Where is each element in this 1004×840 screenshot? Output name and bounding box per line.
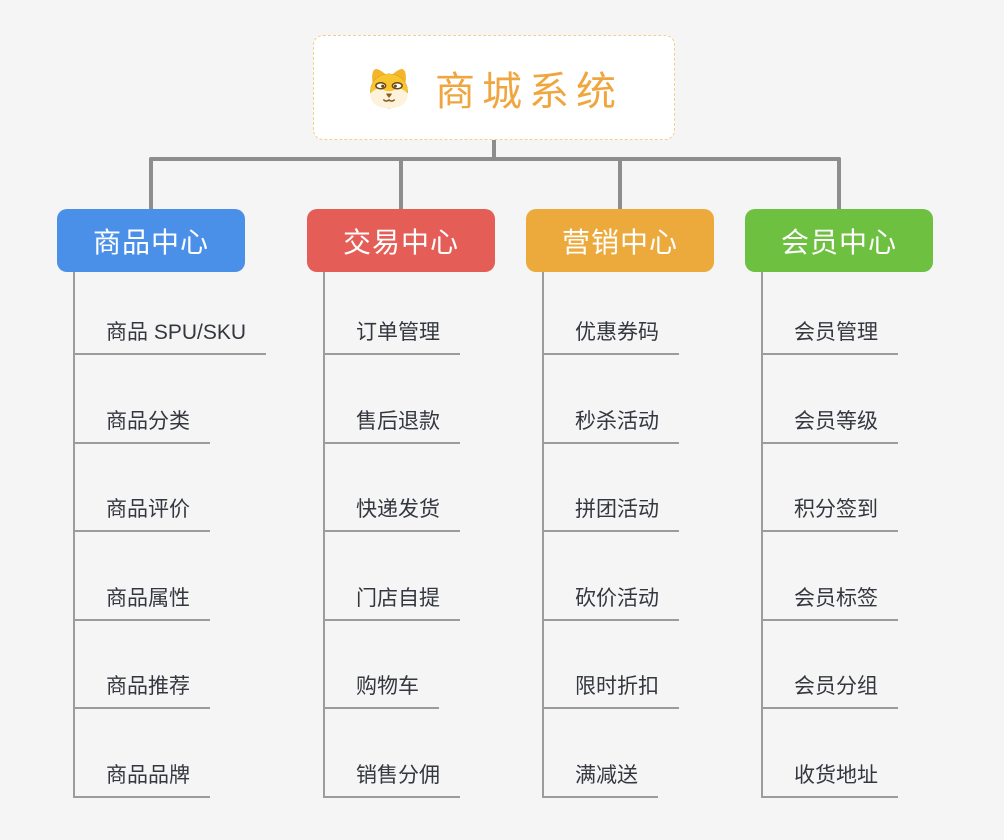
leaf-item[interactable]: 拼团活动 (542, 496, 679, 532)
leaf-item[interactable]: 订单管理 (323, 319, 460, 355)
drop-line-trade (399, 157, 403, 212)
branch-header-marketing[interactable]: 营销中心 (526, 209, 714, 272)
leaf-item[interactable]: 销售分佣 (323, 762, 460, 798)
leaf-item[interactable]: 会员分组 (761, 673, 898, 709)
root-stem-line (492, 140, 496, 159)
drop-line-member (837, 157, 841, 212)
branch-trunk-line (542, 272, 544, 798)
branch-trade-center: 交易中心 订单管理 售后退款 快递发货 门店自提 购物车 销售分佣 (307, 0, 567, 840)
leaf-item[interactable]: 砍价活动 (542, 585, 679, 621)
leaf-item[interactable]: 商品 SPU/SKU (73, 319, 267, 355)
leaf-item[interactable]: 会员管理 (761, 319, 898, 355)
leaf-item[interactable]: 商品品牌 (73, 762, 210, 798)
branch-trunk-line (761, 272, 763, 798)
branch-marketing-center: 营销中心 优惠券码 秒杀活动 拼团活动 砍价活动 限时折扣 满减送 (526, 0, 786, 840)
dog-face-icon (370, 68, 408, 108)
leaf-item[interactable]: 秒杀活动 (542, 408, 679, 444)
branch-horizontal-line (149, 157, 841, 161)
root-title: 商城系统 (435, 69, 623, 114)
branch-trunk-line (73, 272, 75, 798)
leaf-item[interactable]: 优惠券码 (542, 319, 679, 355)
root-node[interactable]: 商城系统 (313, 35, 675, 140)
leaf-item[interactable]: 商品属性 (73, 585, 210, 621)
branch-goods-center: 商品中心 商品 SPU/SKU 商品分类 商品评价 商品属性 商品推荐 商品品牌 (57, 0, 317, 840)
leaf-item[interactable]: 会员等级 (761, 408, 898, 444)
branch-trunk-line (323, 272, 325, 798)
branch-header-trade[interactable]: 交易中心 (307, 209, 495, 272)
leaf-item[interactable]: 商品推荐 (73, 673, 210, 709)
branch-header-member[interactable]: 会员中心 (745, 209, 933, 272)
leaf-item[interactable]: 满减送 (542, 762, 658, 798)
leaf-item[interactable]: 门店自提 (323, 585, 460, 621)
branch-member-center: 会员中心 会员管理 会员等级 积分签到 会员标签 会员分组 收货地址 (745, 0, 1004, 840)
leaf-item[interactable]: 收货地址 (761, 762, 898, 798)
drop-line-marketing (618, 157, 622, 212)
leaf-item[interactable]: 商品分类 (73, 408, 210, 444)
leaf-item[interactable]: 购物车 (323, 673, 439, 709)
leaf-item[interactable]: 售后退款 (323, 408, 460, 444)
leaf-item[interactable]: 积分签到 (761, 496, 898, 532)
leaf-item[interactable]: 商品评价 (73, 496, 210, 532)
leaf-item[interactable]: 快递发货 (323, 496, 460, 532)
drop-line-goods (149, 157, 153, 212)
branch-header-goods[interactable]: 商品中心 (57, 209, 245, 272)
leaf-item[interactable]: 会员标签 (761, 585, 898, 621)
leaf-item[interactable]: 限时折扣 (542, 673, 679, 709)
